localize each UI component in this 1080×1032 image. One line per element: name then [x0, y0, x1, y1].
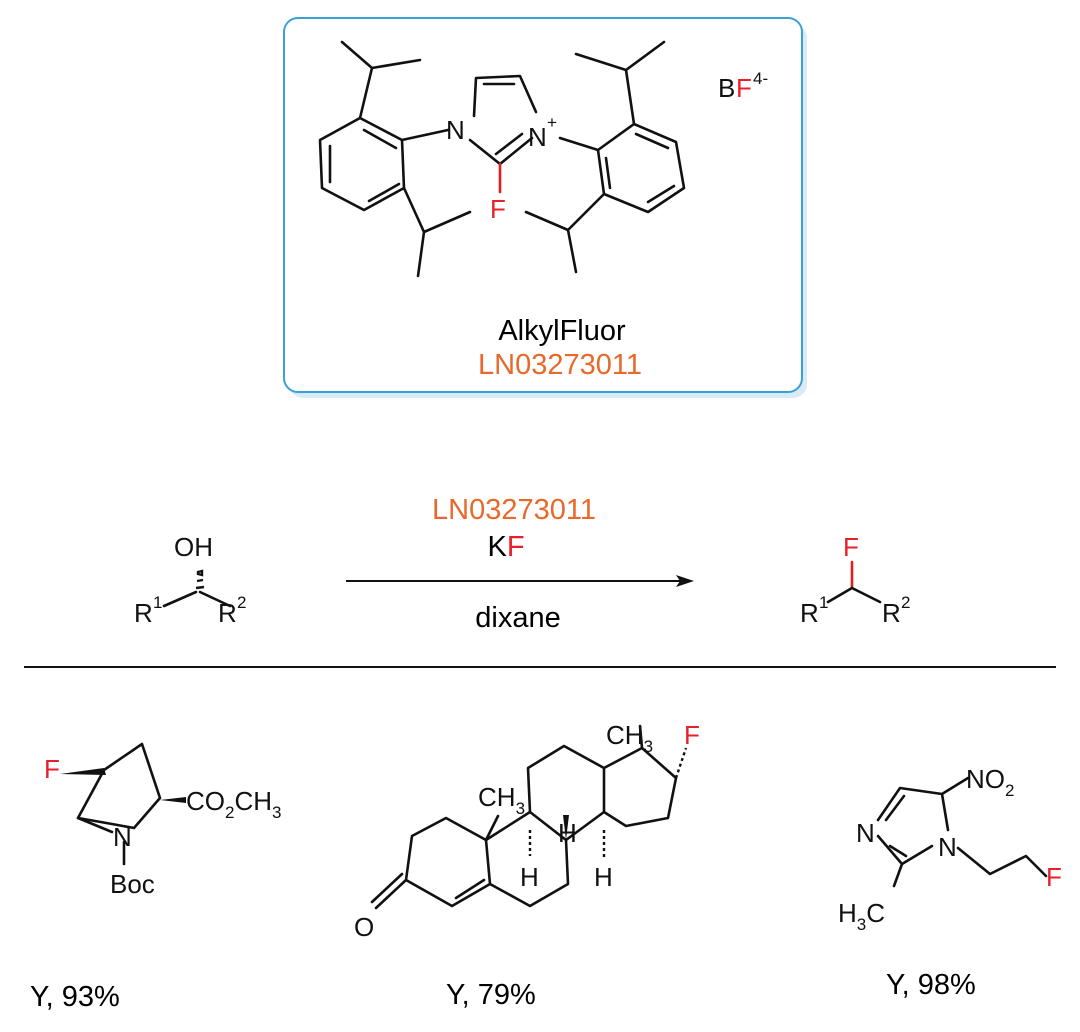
solvent-label: dixane: [475, 602, 560, 634]
svg-text:1: 1: [819, 593, 828, 612]
svg-text:R: R: [218, 598, 237, 628]
svg-text:CH3: CH3: [606, 720, 653, 756]
svg-text:H: H: [520, 862, 539, 892]
fluorine-label: F: [490, 194, 506, 224]
svg-text:R: R: [800, 598, 819, 628]
reagent-name: AlkylFluor: [498, 315, 626, 347]
svg-text:O: O: [354, 912, 374, 942]
svg-text:R: R: [134, 598, 153, 628]
yield-label: Y, 79%: [446, 979, 536, 1011]
svg-text:F: F: [736, 73, 752, 103]
svg-text:F: F: [1046, 862, 1062, 892]
svg-text:NO2: NO2: [966, 764, 1014, 800]
svg-text:1: 1: [153, 593, 162, 612]
svg-text:OH: OH: [174, 532, 213, 562]
alkylfluor-structure: N N + F: [318, 40, 686, 278]
example-fluoroproline: F N CO2CH3 Boc: [44, 742, 282, 899]
salt-label: KF: [487, 531, 524, 563]
reagent-catalog-number: LN03273011: [478, 349, 642, 381]
arrow-head-icon: [676, 575, 694, 587]
positive-charge: +: [547, 113, 557, 132]
svg-text:2: 2: [901, 593, 910, 612]
svg-text:F: F: [684, 720, 700, 750]
svg-text:F: F: [843, 532, 859, 562]
svg-text:H: H: [558, 818, 577, 848]
svg-text:N: N: [856, 818, 875, 848]
svg-text:2: 2: [237, 593, 246, 612]
svg-text:N: N: [113, 822, 132, 852]
example-fluoroimidazole: NO2 N N H3C F: [838, 764, 1062, 934]
reagent-card: [283, 17, 807, 398]
nitrogen-label: N: [528, 122, 547, 152]
product-fluoride: F R 1 R 2: [800, 532, 910, 628]
svg-text:CH3: CH3: [478, 782, 525, 818]
svg-text:R: R: [882, 598, 901, 628]
yield-label: Y, 98%: [886, 969, 976, 1001]
svg-text:F: F: [44, 754, 60, 784]
svg-text:H3C: H3C: [838, 898, 885, 934]
svg-text:H: H: [594, 862, 613, 892]
nitrogen-label: N: [446, 115, 465, 145]
counterion: B F 4-: [718, 69, 768, 103]
svg-text:4-: 4-: [753, 69, 768, 88]
svg-text:CO2CH3: CO2CH3: [186, 786, 282, 822]
svg-text:N: N: [938, 832, 957, 862]
substrate-alcohol: OH R 1 R 2: [134, 532, 246, 628]
example-fluorosteroid: CH3 F CH3 H H H O: [354, 720, 700, 942]
reaction-conditions: LN03273011 KF dixane: [346, 494, 694, 634]
reagent-code-label: LN03273011: [432, 494, 596, 526]
svg-text:B: B: [718, 73, 735, 103]
yield-label: Y, 93%: [30, 981, 120, 1013]
svg-text:Boc: Boc: [110, 869, 155, 899]
